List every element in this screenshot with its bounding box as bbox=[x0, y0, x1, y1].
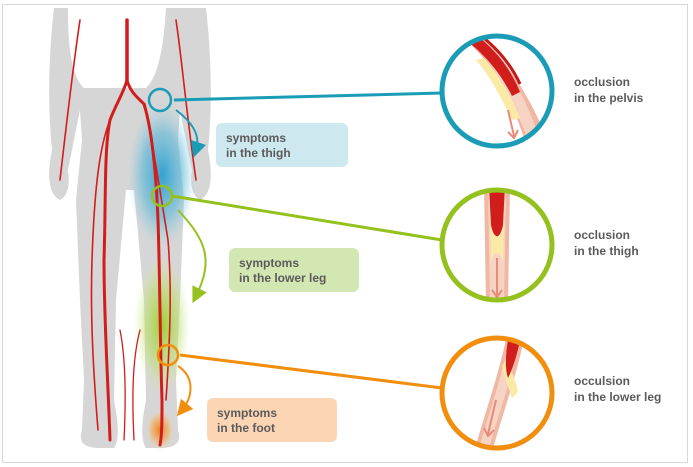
symptom-lower-leg-line2: in the lower leg bbox=[239, 271, 349, 286]
symptom-lower-leg-line1: symptoms bbox=[239, 256, 349, 271]
occlusion-pelvis-line1: occlusion bbox=[574, 74, 643, 90]
symptom-box-lower-leg: symptoms in the lower leg bbox=[229, 248, 359, 292]
occlusion-lower-leg-line1: occulsion bbox=[574, 373, 661, 389]
symptom-thigh-line1: symptoms bbox=[226, 131, 338, 146]
zoom-circle-lower-leg bbox=[442, 330, 552, 460]
occlusion-lower-leg-line2: in the lower leg bbox=[574, 389, 661, 405]
symptom-box-foot: symptoms in the foot bbox=[207, 398, 337, 442]
occlusion-label-pelvis: occlusion in the pelvis bbox=[574, 74, 643, 106]
zoom-circle-pelvis bbox=[440, 26, 560, 150]
symptom-foot-line2: in the foot bbox=[217, 421, 327, 436]
symptom-box-thigh: symptoms in the thigh bbox=[216, 123, 348, 167]
occlusion-pelvis-line2: in the pelvis bbox=[574, 90, 643, 106]
occlusion-thigh-line2: in the thigh bbox=[574, 243, 639, 259]
symptom-foot-line1: symptoms bbox=[217, 406, 327, 421]
zoom-circle-thigh bbox=[442, 186, 552, 304]
occlusion-label-lower-leg: occulsion in the lower leg bbox=[574, 373, 661, 405]
occlusion-label-thigh: occlusion in the thigh bbox=[574, 227, 639, 259]
occlusion-thigh-line1: occlusion bbox=[574, 227, 639, 243]
symptom-thigh-line2: in the thigh bbox=[226, 146, 338, 161]
